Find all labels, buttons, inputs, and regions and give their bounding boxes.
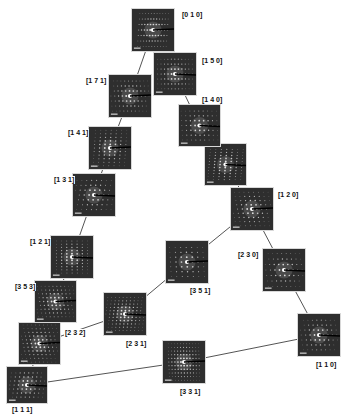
zone-axis-pattern: [1 4 0] <box>178 104 221 147</box>
zone-axis-label: [1 4 1] <box>67 129 89 137</box>
zone-line <box>61 322 103 336</box>
zone-axis-pattern: [1 1 0] <box>297 313 341 357</box>
zone-axis-pattern: [3 3 1] <box>162 340 206 384</box>
diffraction-pattern <box>166 241 208 283</box>
zone-axis-pattern: [3 5 1] <box>165 240 209 284</box>
zone-axis-pattern: [1 5 0] <box>153 52 197 96</box>
zone-line <box>185 96 189 104</box>
zone-axis-label: [3 5 1] <box>189 287 211 295</box>
zone-line <box>118 118 121 126</box>
diffraction-pattern <box>35 281 76 322</box>
zone-axis-label: [2 3 0] <box>237 251 259 259</box>
diffraction-pattern <box>73 174 115 216</box>
zone-axis-pattern: [2 3 1] <box>103 292 147 336</box>
diffraction-pattern <box>104 293 146 335</box>
zone-line <box>147 280 165 295</box>
diffraction-pattern <box>109 75 151 117</box>
zone-axis-label: [1 4 0] <box>201 96 223 104</box>
zone-axis-label: [1 1 1] <box>11 406 33 414</box>
zone-axis-label: [3 3 1] <box>179 388 201 396</box>
zone-axis-label: [3 5 3] <box>14 283 36 291</box>
zone-axis-label: [1 3 1] <box>53 176 75 184</box>
zone-axis-pattern: [1 4 1] <box>88 126 132 170</box>
zone-line <box>48 365 162 382</box>
diffraction-pattern <box>204 143 247 186</box>
zone-axis-label: [1 2 1] <box>29 238 51 246</box>
zone-axis-label: [1 5 0] <box>201 57 223 65</box>
zone-axis-label: [1 1 0] <box>315 361 337 369</box>
zone-axis-pattern: [1 2 1] <box>50 235 94 279</box>
diffraction-pattern <box>298 314 340 356</box>
zone-axis-pattern: [1 3 1] <box>72 173 116 217</box>
diffraction-pattern <box>51 236 93 278</box>
zone-axis-label: [0 1 0] <box>181 11 203 19</box>
diffraction-pattern <box>132 9 174 51</box>
zone-axis-label: [2 3 1] <box>125 340 147 348</box>
zone-axis-label: [2 3 2] <box>64 329 86 337</box>
zone-axis-pattern: [1 1 1] <box>6 366 48 404</box>
zone-axis-pattern: [1 7 1] <box>108 74 152 118</box>
diffraction-pattern <box>231 188 273 230</box>
zone-line <box>296 292 307 313</box>
zone-axis-pattern: [1 2 0] <box>230 187 274 231</box>
diffraction-pattern <box>89 127 131 169</box>
zone-line <box>206 339 297 357</box>
diffraction-pattern <box>154 53 196 95</box>
diffraction-pattern <box>205 144 246 185</box>
diffraction-pattern <box>7 367 47 403</box>
diffraction-pattern <box>19 323 60 364</box>
zone-axis-pattern: [3 5 3] <box>34 280 77 323</box>
zone-axis-pattern: [2 3 2] <box>18 322 61 365</box>
zone-axis-label: [1 7 1] <box>85 77 107 85</box>
diffraction-pattern <box>163 341 205 383</box>
diffraction-pattern <box>179 105 220 146</box>
zone-line <box>80 217 86 235</box>
diffraction-pattern <box>263 249 305 291</box>
zone-axis-pattern: [2 3 0] <box>262 248 306 292</box>
zone-axis-pattern: [0 1 0] <box>131 8 175 52</box>
zone-line <box>264 231 273 248</box>
zone-axis-label: [1 2 0] <box>277 191 299 199</box>
zone-line <box>138 52 146 74</box>
zone-line <box>209 227 230 244</box>
